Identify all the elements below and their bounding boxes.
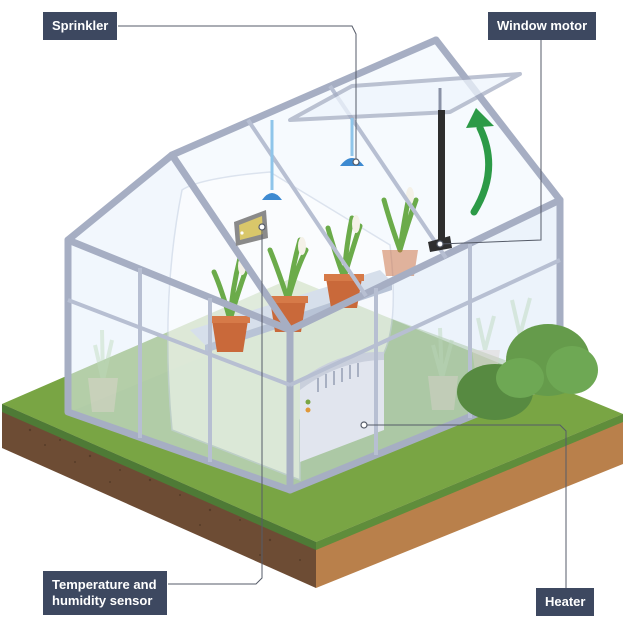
heater-top <box>300 351 384 390</box>
leader-sensor <box>168 227 263 585</box>
sensor-icon <box>234 210 268 246</box>
roof-window <box>288 72 522 122</box>
label-sensor-line-2: humidity sensor <box>52 593 153 608</box>
leader-lines <box>118 25 567 588</box>
grass-edge-front <box>2 404 316 550</box>
label-heater: Heater <box>536 588 595 616</box>
label-temperature-humidity-sensor: Temperature and humidity sensor <box>43 571 167 615</box>
heater-front <box>300 352 384 462</box>
grass-edge-side <box>316 414 623 550</box>
soil-front <box>2 404 316 588</box>
leader-heater <box>364 424 567 588</box>
leader-sprinkler <box>118 25 357 162</box>
heater-icon <box>300 351 384 462</box>
soil-side <box>316 414 623 588</box>
heater-vents <box>317 363 359 392</box>
soil-speckles <box>28 428 301 561</box>
plant-pot-3 <box>324 215 364 308</box>
bushes <box>457 324 598 420</box>
heater-light-orange <box>305 407 311 413</box>
open-arrow-icon <box>466 108 494 216</box>
plant-pot-1 <box>210 255 250 352</box>
roof-window-pane <box>288 72 522 122</box>
label-sprinkler: Sprinkler <box>43 12 118 40</box>
label-window-motor: Window motor <box>488 12 597 40</box>
heater-light-green <box>305 399 311 405</box>
leader-window-motor <box>439 40 542 245</box>
leader-dots <box>258 158 444 429</box>
shelf-plants <box>210 187 419 352</box>
label-sensor-line-1: Temperature and <box>52 577 157 592</box>
